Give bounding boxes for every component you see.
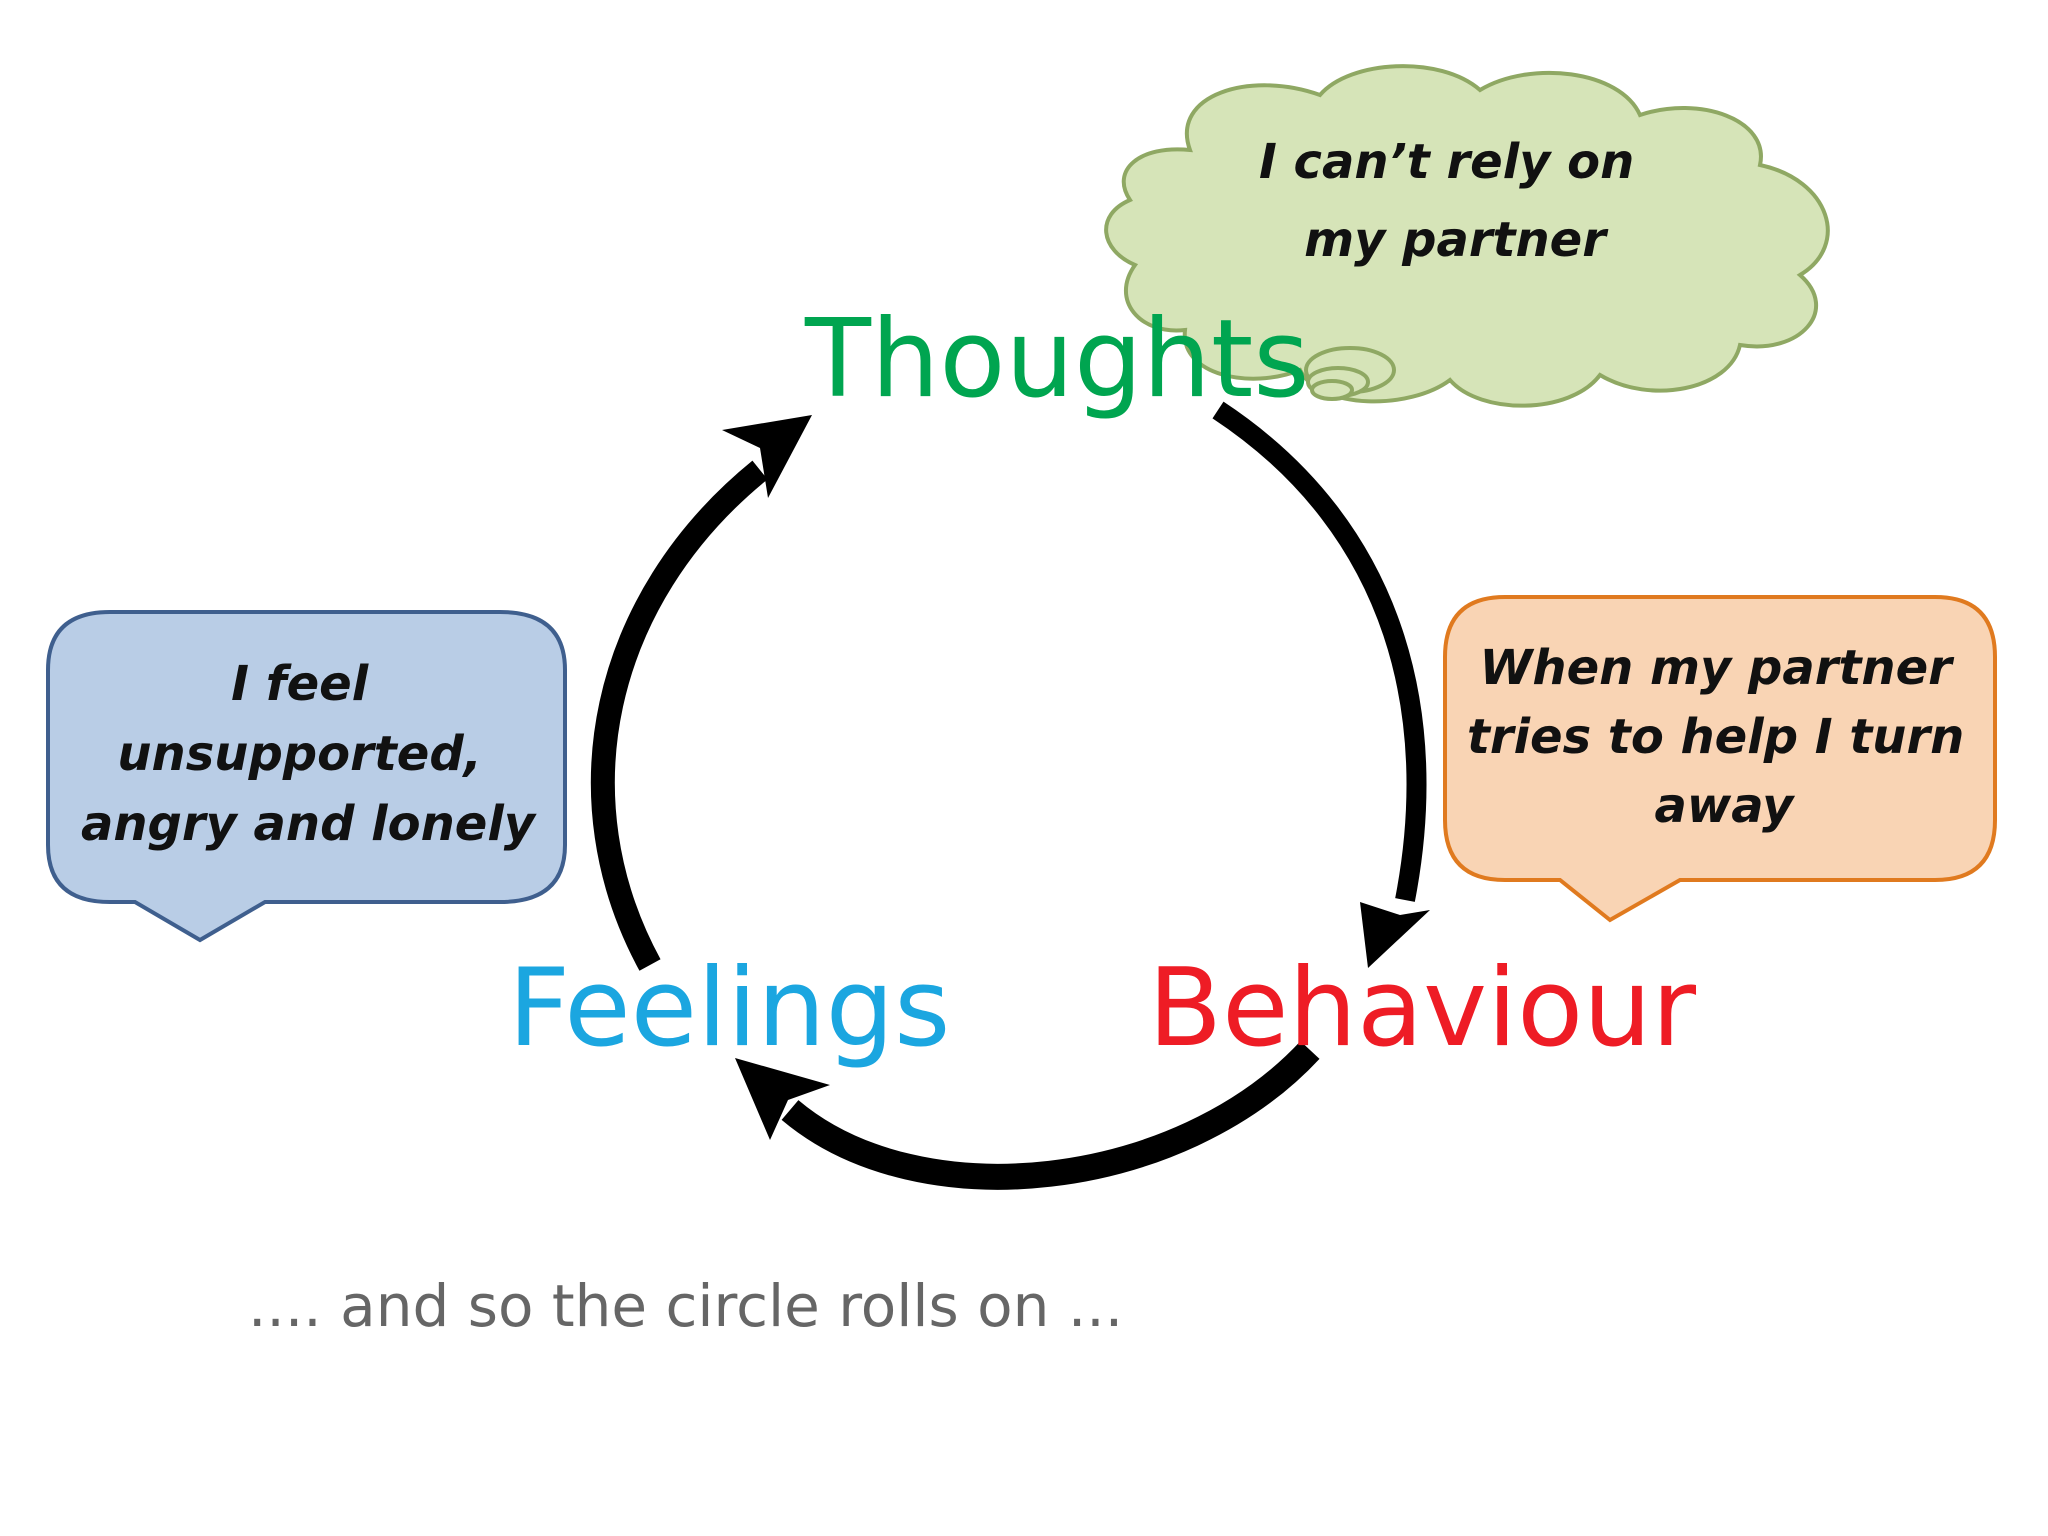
behaviour-callout-line: When my partner	[1479, 640, 1955, 696]
feelings-callout-line: angry and lonely	[81, 796, 537, 852]
thought-cloud-shape	[1104, 64, 1830, 408]
arrow-feelings-to-thoughts	[590, 460, 768, 971]
feelings-callout-line: I feel	[231, 656, 369, 712]
feelings-callout-text: I feel unsupported, angry and lonely	[81, 656, 537, 852]
thought-cloud-puff-small	[1310, 379, 1354, 401]
behaviour-callout-line: away	[1655, 778, 1796, 834]
thought-cloud-line: I can’t rely on	[1259, 134, 1634, 190]
feelings-callout: I feel unsupported, angry and lonely	[46, 610, 567, 943]
node-label-feelings: Feelings	[508, 946, 950, 1071]
behaviour-callout: When my partner tries to help I turn awa…	[1443, 595, 1997, 923]
node-label-thoughts: Thoughts	[804, 297, 1310, 422]
node-label-behaviour: Behaviour	[1148, 946, 1697, 1071]
cycle-arrows	[590, 401, 1430, 1190]
arrow-thoughts-to-behaviour-head	[1360, 902, 1430, 968]
arrow-thoughts-to-behaviour	[1212, 401, 1427, 902]
caption: .... and so the circle rolls on ...	[248, 1272, 1123, 1340]
arrow-feelings-to-thoughts-head	[722, 415, 812, 498]
thought-cloud-line: my partner	[1304, 212, 1609, 268]
thought-cloud: I can’t rely on my partner	[1104, 64, 1830, 408]
arrow-behaviour-to-feelings	[781, 1041, 1320, 1190]
feelings-callout-line: unsupported,	[117, 726, 482, 782]
feelings-callout-shape	[46, 610, 567, 943]
behaviour-callout-line: tries to help I turn	[1467, 709, 1964, 765]
arrow-behaviour-to-feelings-head	[735, 1058, 830, 1140]
behaviour-callout-shape	[1443, 595, 1997, 923]
behaviour-callout-text: When my partner tries to help I turn awa…	[1467, 640, 1981, 834]
thought-cloud-text: I can’t rely on my partner	[1259, 134, 1651, 268]
